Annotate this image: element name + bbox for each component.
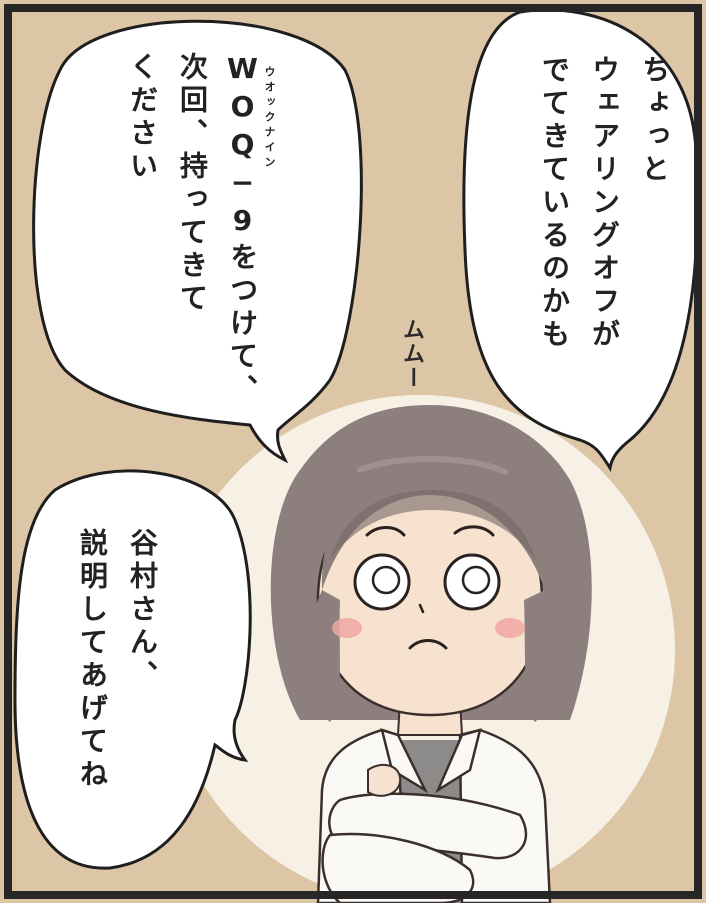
bubble-top-left-line-3: ください (126, 52, 159, 184)
bubble-bottom-left-shape (13, 469, 252, 870)
bubble-bottom-left-line-2: 説明してあげてね (76, 528, 109, 792)
bubble-top-left-line-2: 次回、持ってきて (176, 52, 209, 316)
sound-effect-mumu: ムムー (399, 318, 424, 390)
doctor-character (270, 405, 592, 903)
ruby-reading: ウオックナイン (263, 66, 276, 171)
bubble-top-right-line-2: ウェアリングオフが (588, 55, 621, 352)
panel-border (4, 4, 702, 899)
bubble-bottom-left-line-1: 谷村さん、 (126, 528, 159, 693)
bubble-top-right-line-1: ちょっと (638, 55, 671, 187)
bubble-top-right-line-3: でてきているのかも (538, 55, 571, 352)
bubble-top-right-shape (462, 8, 699, 473)
right-eye (443, 553, 501, 611)
bubble-top-left-shape (32, 19, 363, 464)
left-eye (353, 553, 411, 611)
bubble-top-left-line-1: WOQ−9をつけて、 (226, 52, 259, 407)
